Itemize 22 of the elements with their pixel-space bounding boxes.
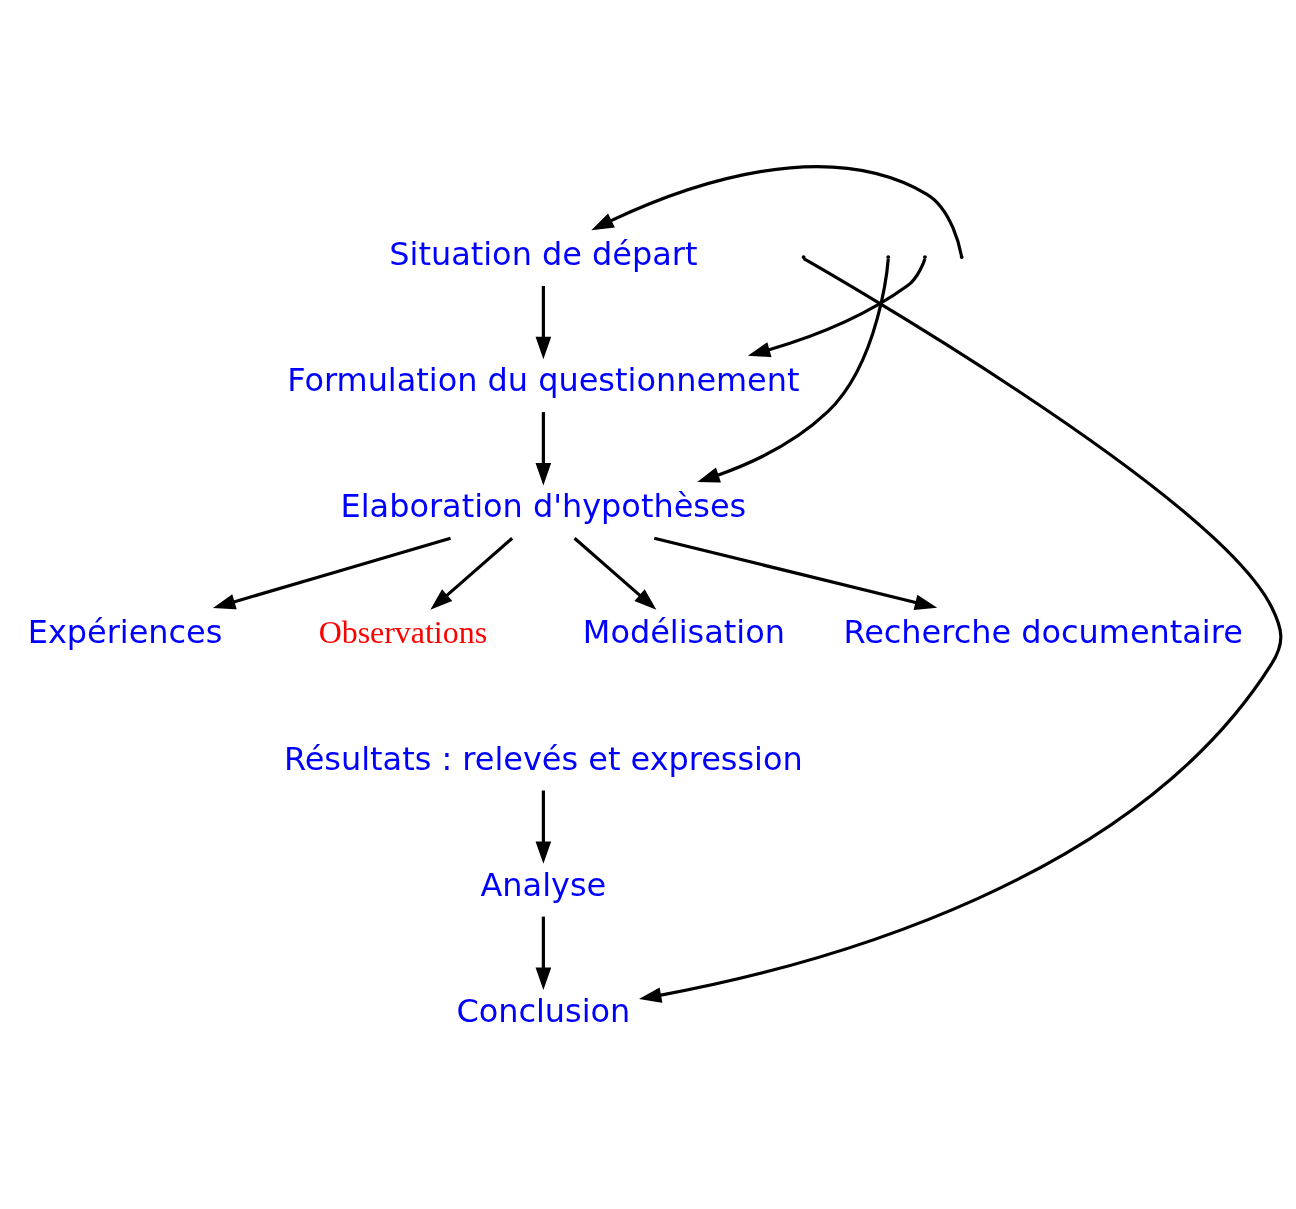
node-text: Modélisation [582,613,785,652]
arrow [535,790,552,864]
arrow [213,536,451,610]
arrow [535,412,552,486]
node-text: Elaboration d'hypothèses [340,487,747,526]
node-text: Expériences [27,613,223,652]
node-text: Analyse [480,865,607,904]
arrow [535,916,552,990]
arrow [747,258,927,358]
node-text: Formulation du questionnement [287,361,800,400]
arrow [591,165,964,257]
node-text: Conclusion [456,991,631,1030]
arrow [639,257,1283,1003]
node-text: Observations [318,615,488,651]
node-text: Situation de départ [389,235,698,274]
arrow [430,537,514,610]
arrow [535,285,552,360]
arrow [697,258,890,483]
node-text: Recherche documentaire [843,613,1243,652]
node-text: Résultats : relevés et expression [283,739,803,778]
arrow [653,536,938,611]
arrow [573,537,657,610]
